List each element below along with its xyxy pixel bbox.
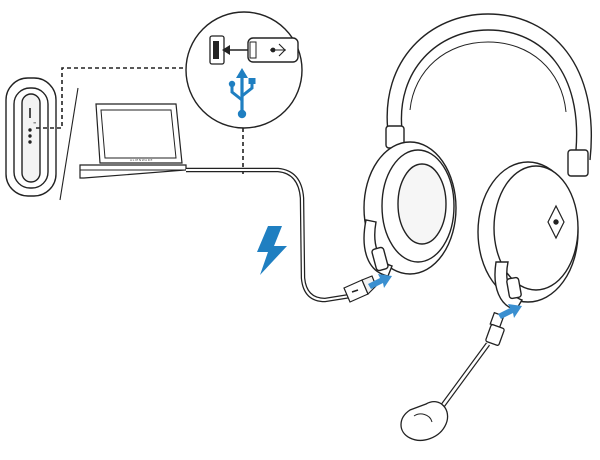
insert-arrow-icon xyxy=(368,274,522,319)
usb-callout xyxy=(185,11,303,129)
dongle-dock xyxy=(5,77,57,197)
usb-c-plug xyxy=(343,275,377,303)
charging-cable xyxy=(186,167,351,303)
laptop xyxy=(79,103,187,179)
microphone-boom xyxy=(400,311,505,441)
laptop-brand: ALIENWARE xyxy=(130,158,153,162)
dashed-link-dock xyxy=(36,67,190,129)
divider-slash xyxy=(59,87,79,201)
right-ear-cup xyxy=(477,161,579,311)
dongle-marking: ≡ xyxy=(33,120,36,125)
usb-icon xyxy=(228,68,256,119)
left-ear-cup xyxy=(363,141,457,277)
lightning-bolt-icon xyxy=(257,226,287,275)
